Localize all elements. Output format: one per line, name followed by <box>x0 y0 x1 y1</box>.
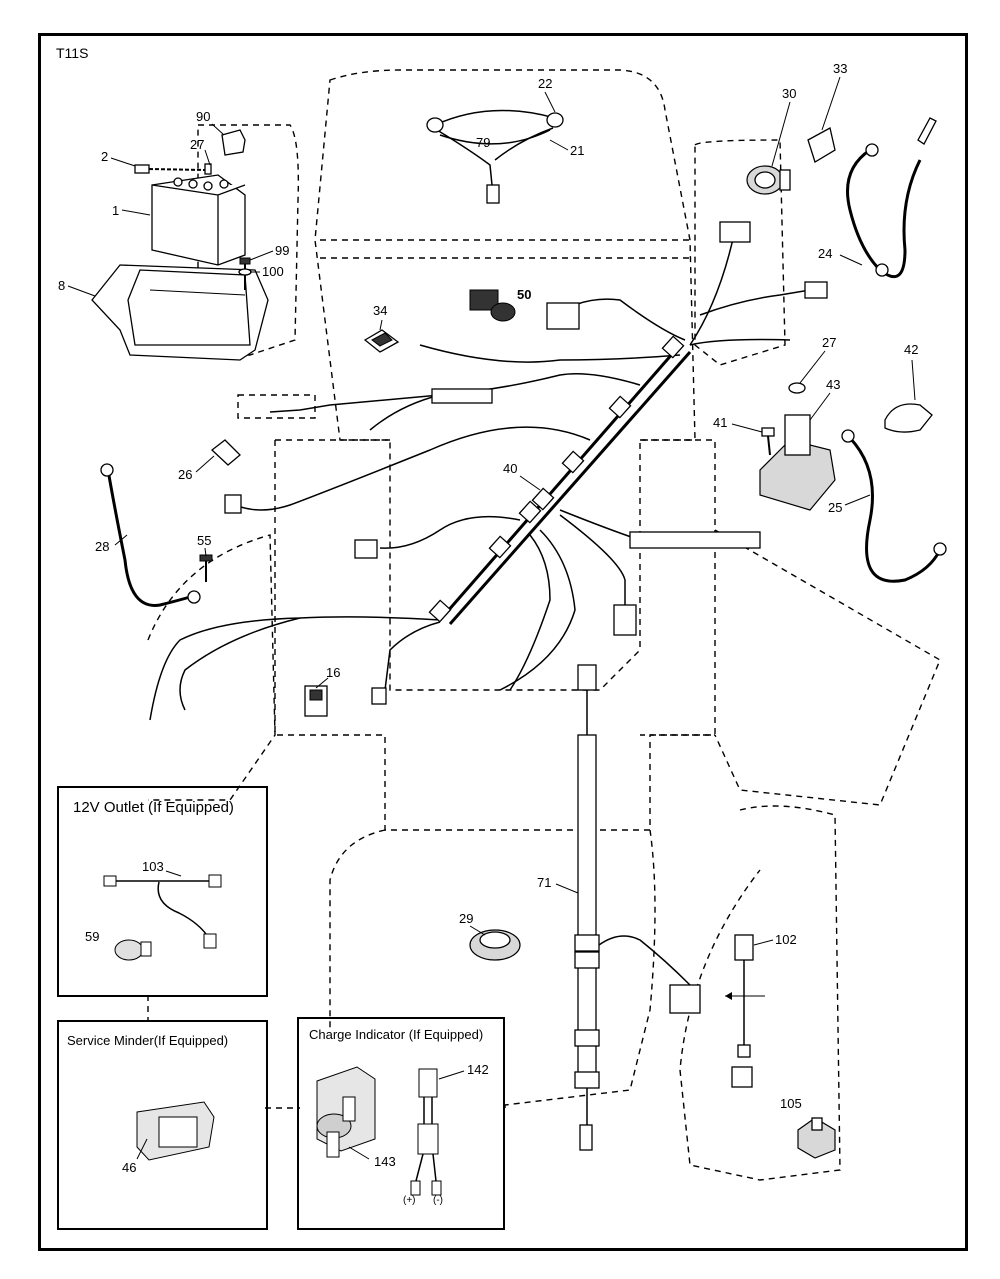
ignition-switch <box>746 165 791 195</box>
service-minder-box: Service Minder(If Equipped) 46 <box>57 1020 268 1230</box>
callout-99: 99 <box>275 243 289 258</box>
starter-solenoid <box>759 382 836 511</box>
charge-indicator-parts: 143 142 (+) (-) <box>316 1062 489 1206</box>
callout-90: 90 <box>196 109 210 124</box>
battery-boot <box>221 129 246 156</box>
tray-screw <box>238 257 252 290</box>
battery-bolt <box>134 163 212 175</box>
service-minder-title: Service Minder(If Equipped) <box>67 1033 229 1048</box>
seat-switch <box>469 929 521 961</box>
callout-21: 21 <box>570 143 584 158</box>
callout-24: 24 <box>818 246 832 261</box>
callout-103: 103 <box>142 859 164 874</box>
positive-label: (+) <box>403 1195 416 1206</box>
rear-wire-harness <box>574 664 701 1151</box>
callout-41: 41 <box>713 415 727 430</box>
callout-16: 16 <box>326 665 340 680</box>
callout-26: 26 <box>178 467 192 482</box>
starter-cable <box>841 429 947 583</box>
charge-indicator-box: Charge Indicator (If Equipped) 143 142 (… <box>297 1017 505 1230</box>
callout-43: 43 <box>826 377 840 392</box>
callout-100: 100 <box>262 264 284 279</box>
callout-22: 22 <box>538 76 552 91</box>
callout-2: 2 <box>101 149 108 164</box>
part-callouts: 1 2 8 27 90 99 100 22 79 21 30 33 24 50 … <box>58 61 918 1111</box>
callout-105: 105 <box>780 1096 802 1111</box>
tractor-outline <box>147 69 941 1181</box>
callout-30: 30 <box>782 86 796 101</box>
callout-27-solenoid: 27 <box>822 335 836 350</box>
callout-29: 29 <box>459 911 473 926</box>
service-minder-parts: 46 <box>122 1101 215 1175</box>
fuse <box>210 439 241 466</box>
callout-28: 28 <box>95 539 109 554</box>
pto-switch <box>469 289 516 322</box>
diagram-code: T11S <box>56 45 88 61</box>
callout-40: 40 <box>503 461 517 476</box>
callout-8: 8 <box>58 278 65 293</box>
connector-16 <box>304 685 328 717</box>
callout-79: 79 <box>476 135 490 150</box>
diagram-frame <box>38 33 968 1251</box>
positive-battery-cable <box>846 117 937 279</box>
solenoid-bolt <box>761 427 775 456</box>
callout-33: 33 <box>833 61 847 76</box>
headlight-switch <box>363 329 400 353</box>
callout-102: 102 <box>775 932 797 947</box>
terminal-boot <box>884 403 933 433</box>
callout-1: 1 <box>112 203 119 218</box>
main-wire-harness <box>149 221 828 721</box>
outlet-parts: 103 59 <box>85 859 222 961</box>
outlet-title: 12V Outlet (If Equipped) <box>73 799 234 816</box>
outlet-box: 12V Outlet (If Equipped) 103 59 <box>57 786 268 997</box>
callout-25: 25 <box>828 500 842 515</box>
battery <box>151 174 246 266</box>
jumper-harness <box>725 934 765 1088</box>
callout-42: 42 <box>904 342 918 357</box>
headlight-harness <box>426 109 564 204</box>
callout-46: 46 <box>122 1160 136 1175</box>
battery-tray <box>91 264 269 361</box>
callout-142: 142 <box>467 1062 489 1077</box>
callout-55: 55 <box>197 533 211 548</box>
callout-71: 71 <box>537 875 551 890</box>
ignition-connector <box>807 127 836 163</box>
callout-34: 34 <box>373 303 387 318</box>
ground-cable <box>100 463 201 607</box>
charge-indicator-title: Charge Indicator (If Equipped) <box>309 1027 484 1042</box>
callout-59: 59 <box>85 929 99 944</box>
callout-27-battery: 27 <box>190 137 204 152</box>
callout-143: 143 <box>374 1154 396 1169</box>
brake-switch <box>797 1117 836 1159</box>
negative-label: (-) <box>433 1195 443 1206</box>
callout-50: 50 <box>517 287 531 302</box>
